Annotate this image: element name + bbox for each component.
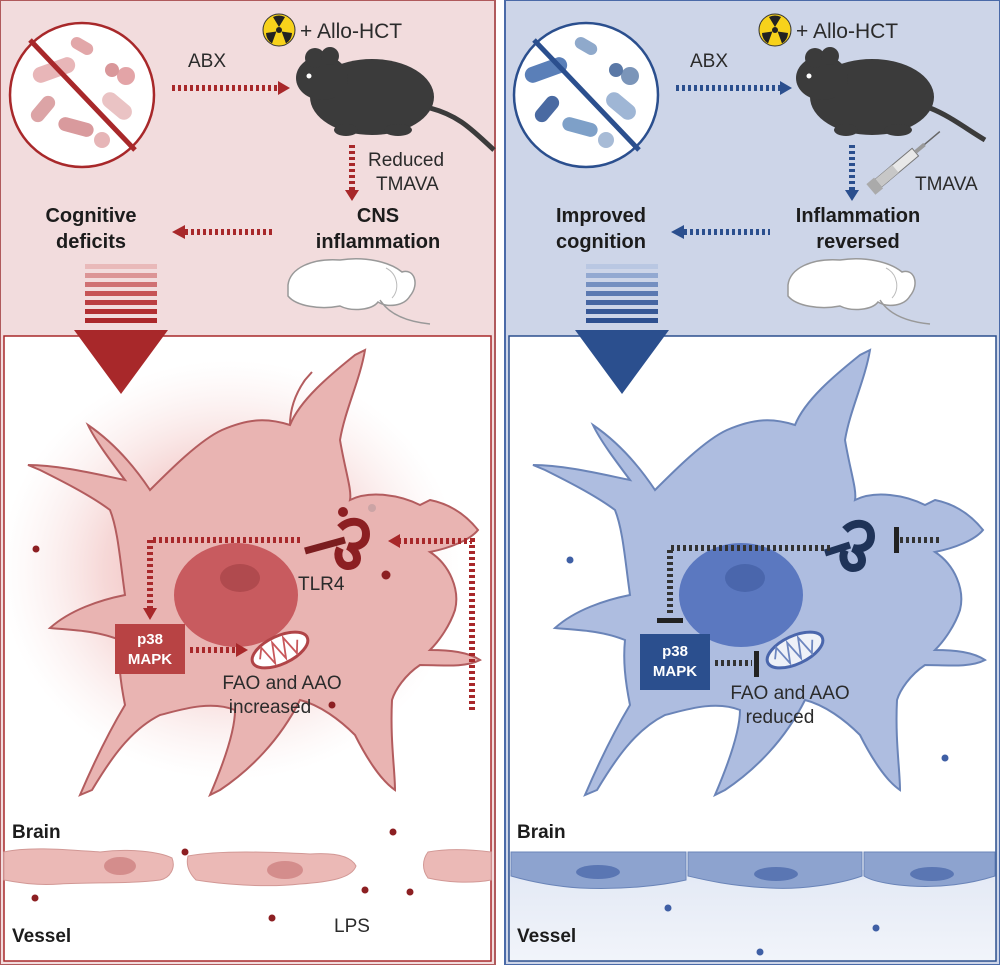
brain-icon xyxy=(287,257,431,325)
inflammation-label-line2: reversed xyxy=(816,231,899,253)
bacteria-icon xyxy=(8,21,156,169)
radiation-icon xyxy=(262,13,296,47)
fao-label-line1: FAO and AAO xyxy=(222,673,341,694)
tmava-down-arrowhead xyxy=(845,190,859,201)
bacteria-icon xyxy=(512,21,660,169)
mouse-icon xyxy=(796,47,987,143)
vessel-wall xyxy=(3,848,492,887)
inflammation-to-outcome-arrowhead xyxy=(671,225,684,239)
fao-label-line1: FAO and AAO xyxy=(730,683,849,704)
fao-label-line2: increased xyxy=(229,697,311,718)
tlr4-receptor-icon xyxy=(823,519,876,573)
reduced-label: Reduced xyxy=(368,150,444,171)
syringe-icon xyxy=(866,131,941,195)
abx-label: ABX xyxy=(188,51,226,72)
tlr4-to-p38-arrow xyxy=(147,537,300,610)
downward-stripe-arrow xyxy=(74,264,168,394)
brain-label: Brain xyxy=(517,822,566,843)
p38-label-line2: MAPK xyxy=(128,651,172,668)
p38-label-line2: MAPK xyxy=(653,663,697,680)
abx-arrowhead xyxy=(780,81,792,95)
p38-label-line1: p38 xyxy=(137,631,163,648)
tlr4-receptor-icon xyxy=(304,504,376,571)
radiation-icon xyxy=(758,13,792,47)
tlr4-to-p38-blocked xyxy=(667,545,830,616)
brain-icon xyxy=(787,257,931,325)
p38-label-line1: p38 xyxy=(662,643,688,660)
microglia-cell xyxy=(0,348,482,798)
p38-mapk-box xyxy=(115,624,185,674)
left-panel: ABX + Allo-HCT Reduced TMAVA xyxy=(0,0,496,965)
brain-label: Brain xyxy=(12,822,61,843)
right-panel: ABX + Allo-HCT xyxy=(504,0,1000,965)
lps-block-bar xyxy=(894,527,899,553)
tlr4-to-p38-arrowhead xyxy=(143,608,157,620)
lps-particles xyxy=(31,545,414,922)
tlr4-label: TLR4 xyxy=(298,574,345,595)
cns-label-line2: inflammation xyxy=(316,231,440,253)
abx-arrowhead xyxy=(278,81,290,95)
inflammation-to-outcome-arrowhead xyxy=(172,225,185,239)
cns-label-line1: CNS xyxy=(357,205,399,227)
tmava-label: TMAVA xyxy=(376,174,439,195)
mouse-icon xyxy=(296,47,496,152)
inflammation-label-line1: Inflammation xyxy=(796,205,920,227)
tmava-down-arrowhead xyxy=(345,190,359,201)
vessel-wall xyxy=(510,851,996,890)
mitochondrion-icon xyxy=(250,630,310,670)
outcome-label-line1: Improved xyxy=(556,205,646,227)
abx-label: ABX xyxy=(690,51,728,72)
tmava-label: TMAVA xyxy=(915,174,978,195)
fao-label-line2: reduced xyxy=(746,707,815,728)
allo-hct-label: + Allo-HCT xyxy=(796,20,898,43)
allo-hct-label: + Allo-HCT xyxy=(300,20,402,43)
vessel-label: Vessel xyxy=(12,926,71,947)
mito-block-bar xyxy=(754,651,759,677)
lps-label: LPS xyxy=(334,916,370,937)
mitochondrion-icon xyxy=(765,630,825,670)
lps-to-tlr4-arrowhead xyxy=(388,534,400,548)
outcome-label-line2: deficits xyxy=(56,231,126,253)
p38-to-mito-arrowhead xyxy=(236,643,248,657)
vessel-label: Vessel xyxy=(517,926,576,947)
downward-stripe-arrow xyxy=(575,264,669,394)
p38-mapk-box xyxy=(640,634,710,690)
p38-block-bar xyxy=(657,618,683,623)
particles xyxy=(566,556,949,956)
lps-to-tlr4-arrow xyxy=(400,538,475,710)
outcome-label-line2: cognition xyxy=(556,231,646,253)
outcome-label-line1: Cognitive xyxy=(45,205,136,227)
